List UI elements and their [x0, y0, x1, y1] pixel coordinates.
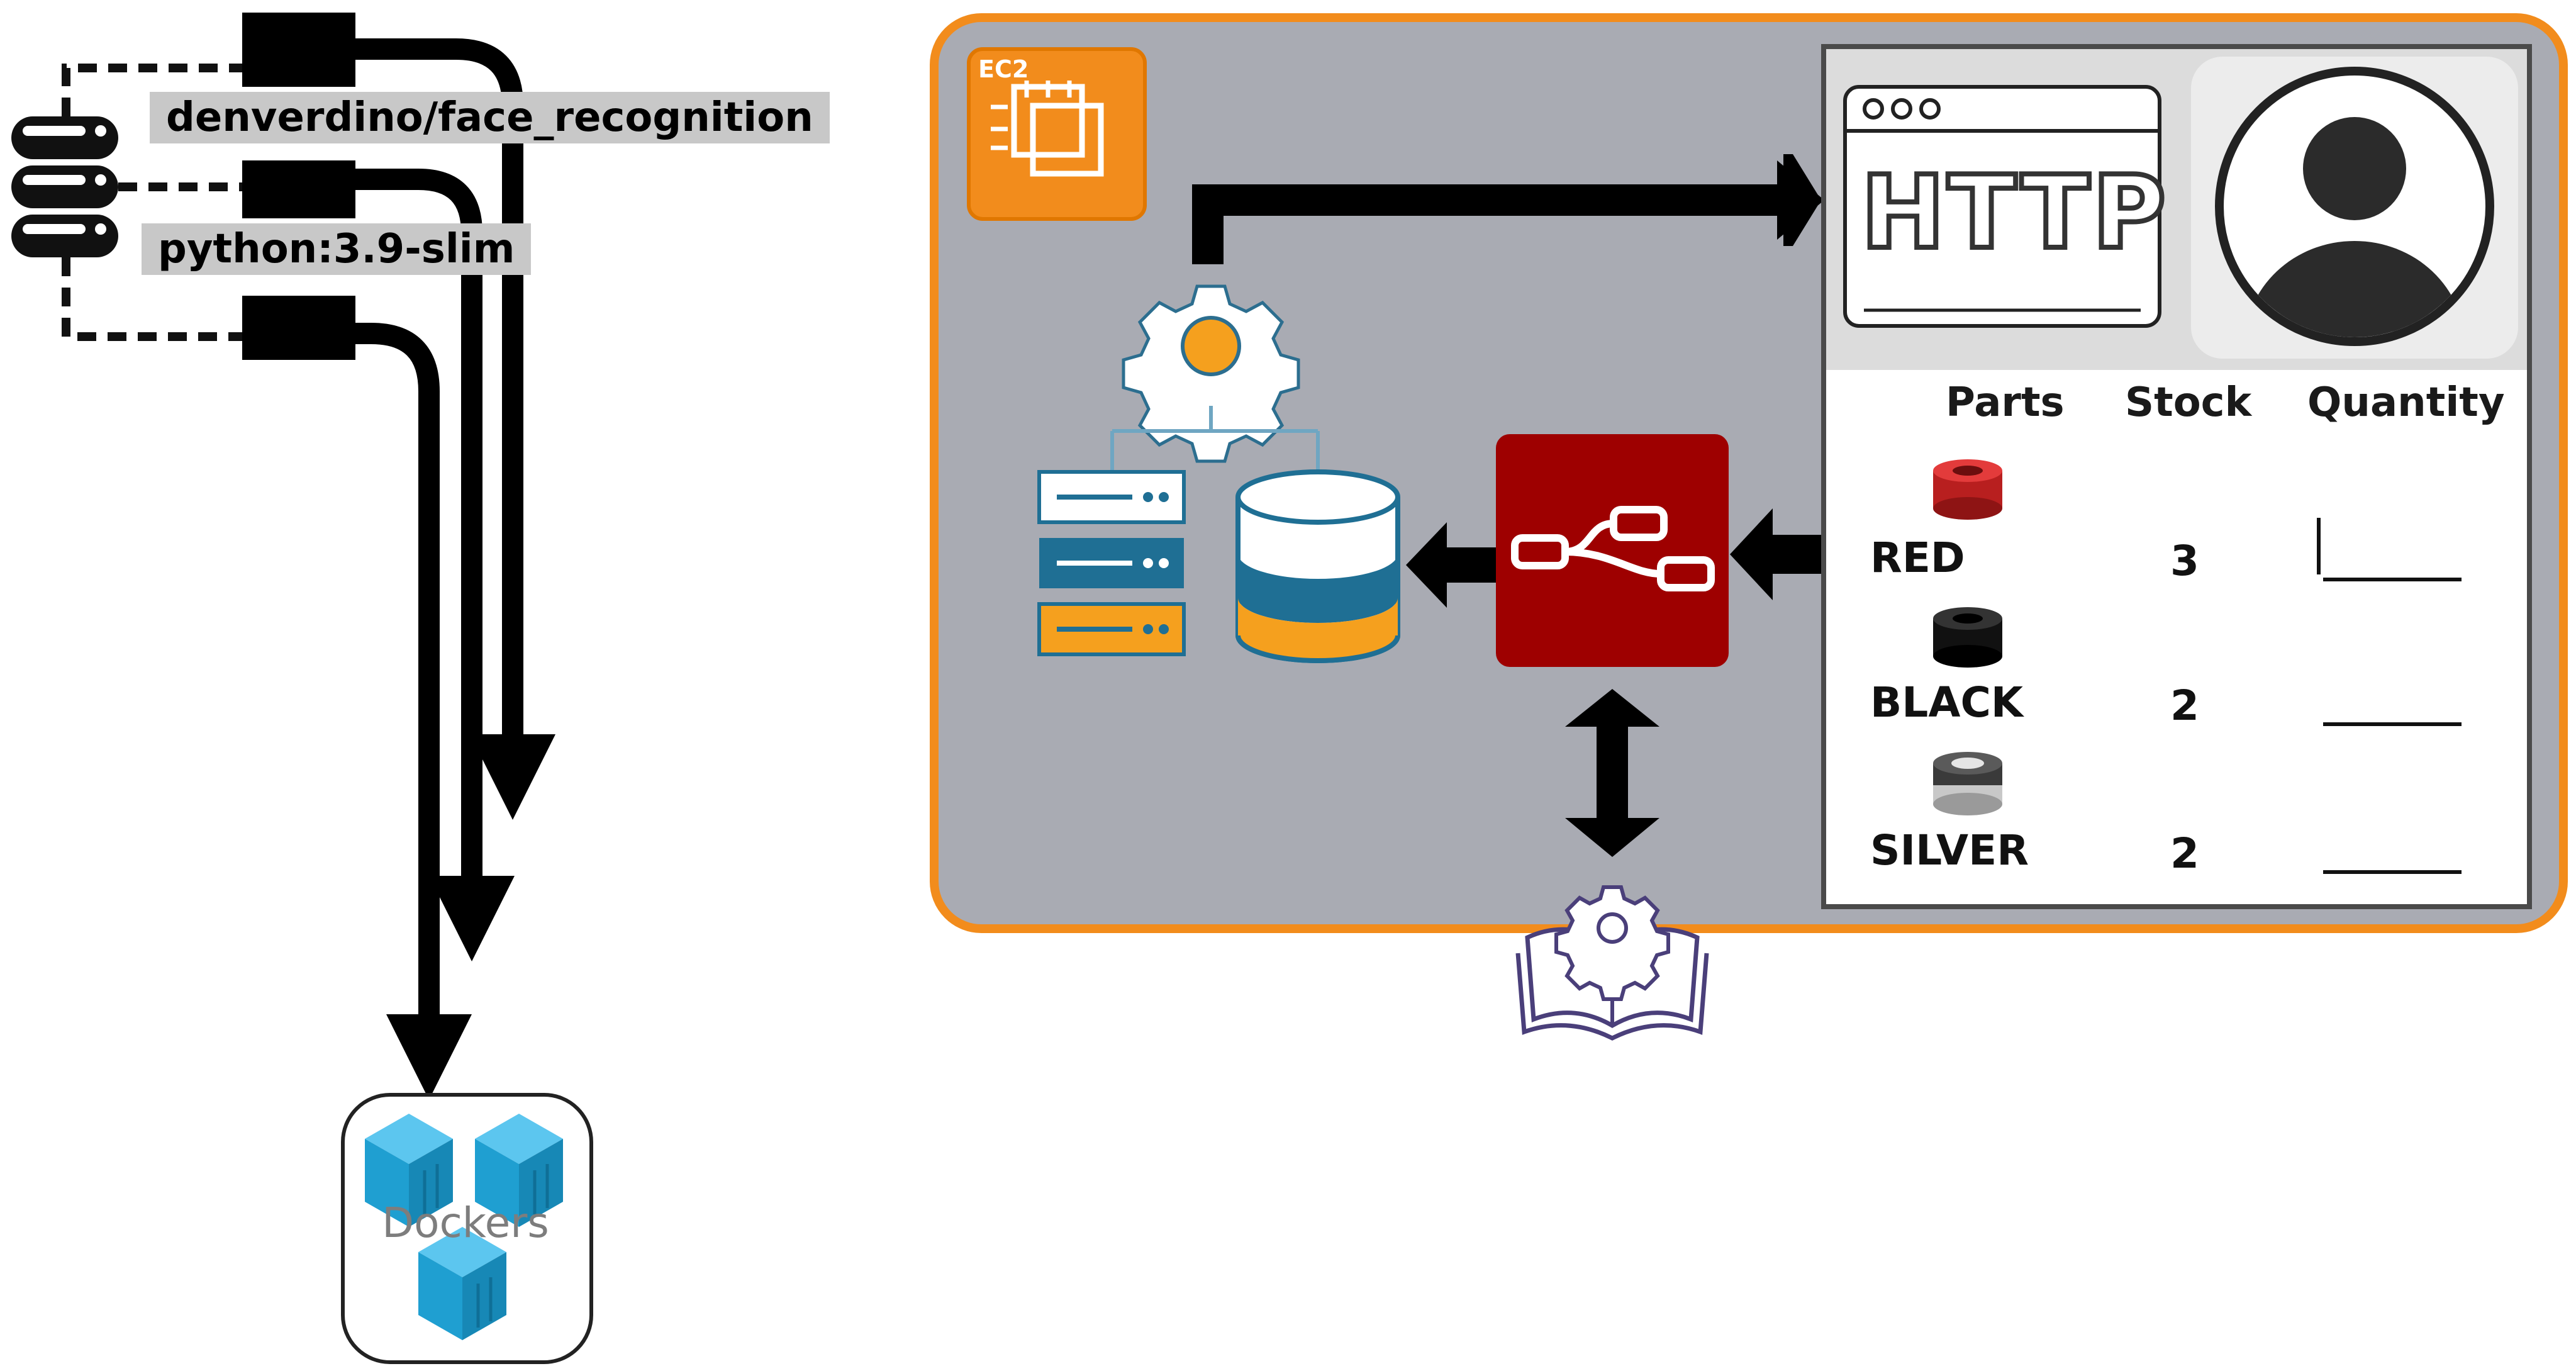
browser-http-icon	[1843, 85, 2161, 328]
quantity-input-cursor[interactable]	[2317, 518, 2321, 574]
server-stack-icon	[1037, 470, 1186, 656]
http-label: HTTP	[1858, 154, 2169, 271]
ec2-chip-icon	[967, 47, 1147, 221]
column-header-quantity: Quantity	[2307, 379, 2505, 426]
part-stock: 3	[2170, 537, 2199, 585]
silver-part-icon	[1933, 752, 2002, 815]
arrow-to-node-red	[1771, 535, 1824, 574]
registry-dashed-links	[62, 64, 242, 341]
part-name: SILVER	[1870, 826, 2029, 875]
dockers-label: Dockers	[382, 1199, 549, 1247]
database-icon	[11, 116, 118, 257]
node-red-flow-icon	[1496, 434, 1729, 667]
arrow-to-http	[1192, 184, 1793, 264]
image-label-face-recognition: denverdino/face_recognition	[150, 92, 830, 143]
bidirectional-arrow	[1565, 689, 1659, 857]
http-header-area: HTTP	[1826, 49, 2527, 370]
red-part-icon	[1933, 459, 2002, 520]
part-name: RED	[1870, 534, 1965, 582]
cylinder-db-icon	[1235, 469, 1400, 663]
ec2-badge-label: EC2	[978, 55, 1029, 83]
arrow-to-db	[1447, 547, 1503, 583]
docker-container-icon	[365, 1114, 563, 1340]
part-name: BLACK	[1870, 678, 2024, 727]
quantity-input[interactable]	[2323, 578, 2462, 581]
quantity-input[interactable]	[2323, 722, 2462, 726]
pipe-connectors	[242, 13, 355, 360]
gear-connectors	[1110, 406, 1320, 472]
part-stock: 2	[2170, 681, 2199, 730]
black-part-icon	[1933, 607, 2002, 668]
column-header-parts: Parts	[1946, 379, 2065, 426]
image-label-python-slim: python:3.9-slim	[142, 223, 532, 275]
part-stock: 2	[2170, 829, 2199, 878]
user-avatar-icon	[2191, 57, 2518, 359]
settings-book-icon	[1515, 885, 1709, 1041]
quantity-input[interactable]	[2323, 870, 2462, 874]
column-header-stock: Stock	[2125, 379, 2252, 426]
gear-icon	[1122, 284, 1300, 463]
web-ui-panel: HTTP Parts Stock Quantity RED 3	[1821, 44, 2532, 909]
